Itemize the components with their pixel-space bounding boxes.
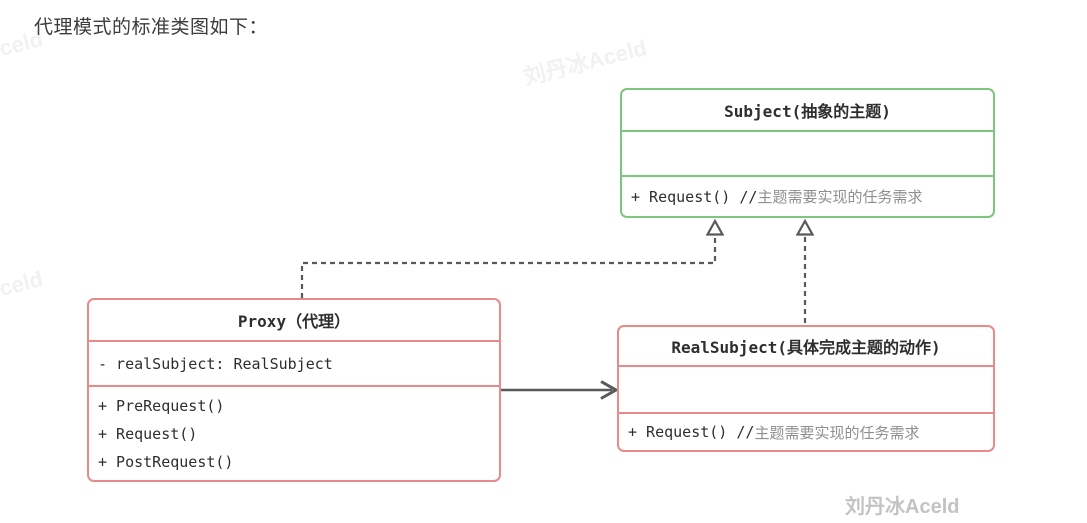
proxy-method-prerequest: + PreRequest() (98, 396, 225, 415)
class-attributes-proxy: - realSubject: RealSubject (89, 340, 499, 385)
watermark-author: 刘丹冰Aceld (845, 496, 960, 518)
class-box-realsubject: RealSubject(具体完成主题的动作) + Request() //主题需… (617, 325, 995, 452)
proxy-attribute: - realSubject: RealSubject (98, 354, 333, 373)
realsubject-method-comment: 主题需要实现的任务需求 (754, 423, 920, 442)
proxy-method-postrequest: + PostRequest() (98, 452, 234, 471)
realsubject-method-code: + Request() // (628, 423, 755, 441)
class-methods-realsubject: + Request() //主题需要实现的任务需求 (619, 412, 993, 450)
proxy-to-realsubject-arrowhead (600, 380, 620, 400)
proxy-method-request: + Request() (98, 424, 198, 443)
class-title-subject: Subject(抽象的主题) (724, 102, 891, 121)
page-title: 代理模式的标准类图如下： (34, 17, 269, 38)
class-box-proxy: Proxy（代理） - realSubject: RealSubject + P… (87, 298, 501, 482)
class-methods-subject: + Request() //主题需要实现的任务需求 (622, 175, 993, 216)
proxy-to-subject-hollow-arrowhead (705, 218, 725, 236)
subject-method-comment: 主题需要实现的任务需求 (757, 188, 923, 206)
class-title-realsubject: RealSubject(具体完成主题的动作) (671, 338, 941, 357)
class-box-subject: Subject(抽象的主题) + Request() //主题需要实现的任务需求 (620, 88, 995, 218)
realsubject-to-subject-hollow-arrowhead (795, 218, 815, 236)
class-attributes-realsubject-empty (619, 365, 993, 412)
class-attributes-subject-empty (622, 130, 993, 175)
class-title-proxy: Proxy（代理） (237, 312, 351, 331)
class-methods-proxy: + PreRequest() + Request() + PostRequest… (89, 385, 499, 480)
subject-method-code: + Request() // (631, 187, 758, 206)
proxy-to-subject-dashed-line (300, 234, 717, 298)
